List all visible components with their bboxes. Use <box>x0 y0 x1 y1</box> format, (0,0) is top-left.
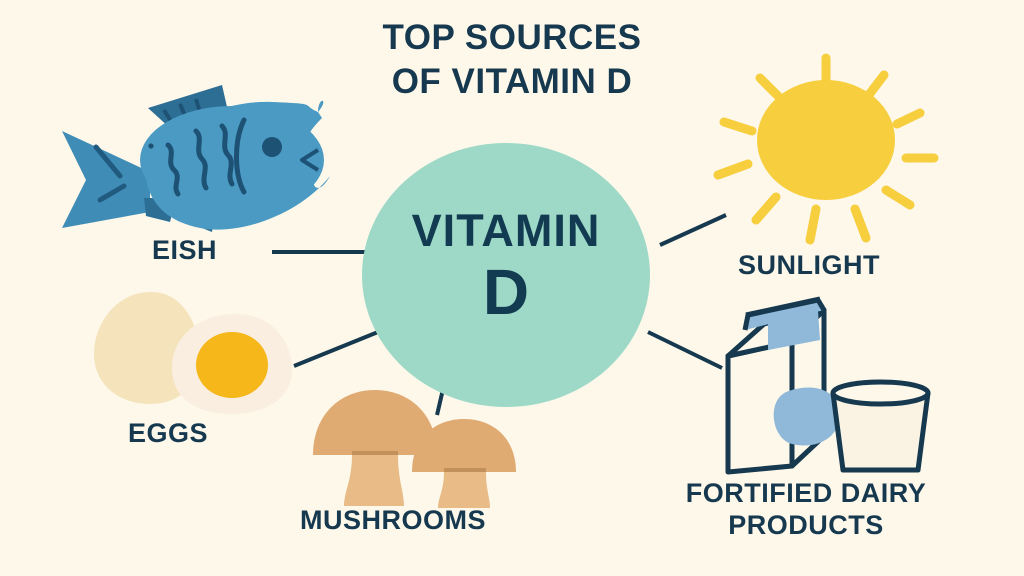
vitamin-d-center-circle <box>362 143 650 407</box>
dairy-label-line-2: PRODUCTS <box>728 510 884 541</box>
sun-rays-icon <box>713 53 939 245</box>
source-label-mushrooms: MUSHROOMS <box>300 505 486 535</box>
mushrooms-icon <box>313 390 516 508</box>
connector-sunlight <box>659 213 727 247</box>
dairy-label-line-1: FORTIFIED DAIRY <box>685 478 927 508</box>
source-label-sunlight: SUNLIGHT <box>738 250 880 280</box>
connector-dairy <box>647 330 723 370</box>
carton-blob-icon <box>773 387 840 446</box>
sun-icon <box>713 53 939 245</box>
mushroom-large-cap-icon <box>313 390 437 455</box>
mushroom-large-stem-icon <box>344 455 404 506</box>
title-line-1: TOP SOURCES <box>382 18 642 57</box>
source-label-eggs: EGGS <box>128 418 209 448</box>
page-title: TOP SOURCES OF VITAMIN D <box>312 16 712 104</box>
fish-eye-icon <box>262 137 282 157</box>
mushroom-small-cap-icon <box>412 419 516 472</box>
mushroom-small-stem-icon <box>438 472 490 508</box>
connector-eggs <box>293 330 379 368</box>
eggs-icon <box>94 292 292 414</box>
title-line-2: OF VITAMIN D <box>391 62 633 102</box>
fish-icon <box>62 85 330 232</box>
source-label-dairy: FORTIFIED DAIRY PRODUCTS <box>664 477 948 542</box>
connector-lines <box>272 213 727 416</box>
sun-disc-icon <box>757 80 895 200</box>
egg-yolk-icon <box>196 332 268 398</box>
milk-carton-icon <box>725 296 931 475</box>
source-label-fish: EISH <box>152 235 218 265</box>
